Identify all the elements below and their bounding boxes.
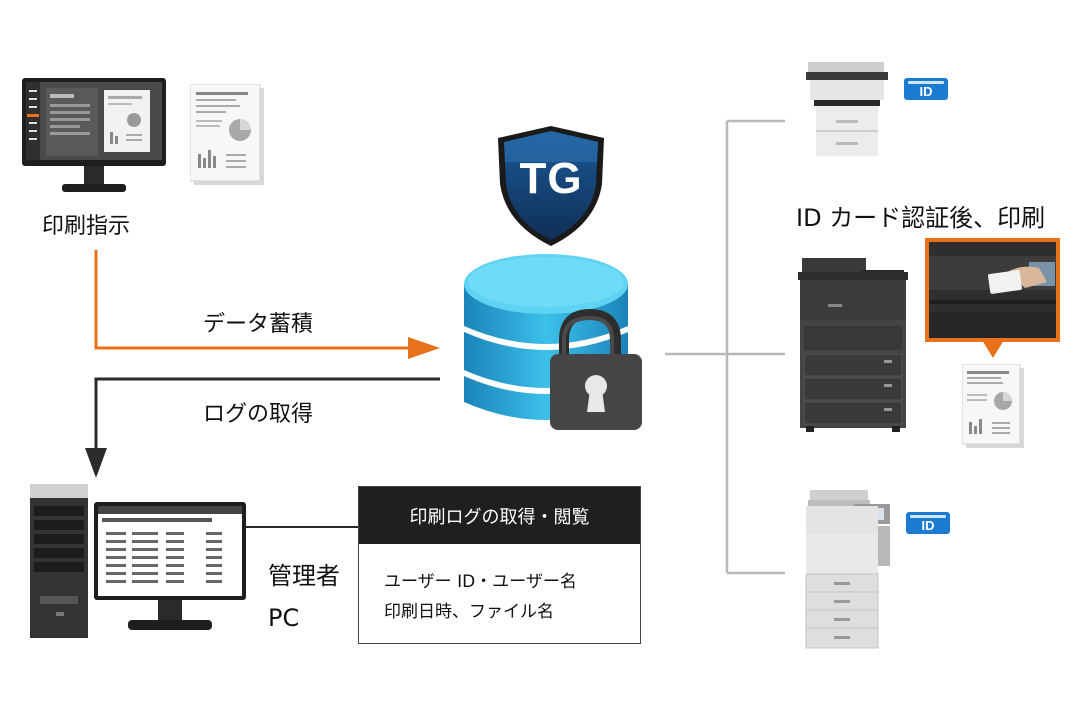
padlock-icon (550, 308, 642, 430)
log-info-box: 印刷ログの取得・閲覧 ユーザー ID・ユーザー名 印刷日時、ファイル名 (358, 486, 641, 644)
print-instruction-label: 印刷指示 (42, 214, 131, 239)
document-icon (190, 84, 264, 185)
log-info-line1: ユーザー ID・ユーザー名 (384, 572, 577, 592)
printer-icon (806, 62, 888, 156)
id-card-icon: ID (906, 512, 950, 534)
data-storage-label: データ蓄積 (203, 312, 314, 337)
log-retrieval-arrow (85, 377, 440, 478)
log-retrieval-label: ログの取得 (203, 402, 314, 427)
admin-label-line2: PC (268, 604, 300, 632)
shield-text: TG (519, 154, 583, 203)
data-storage-arrow (94, 250, 440, 359)
printer-connector (665, 119, 785, 575)
log-info-title: 印刷ログの取得・閲覧 (359, 487, 640, 544)
id-card-icon: ID (904, 78, 948, 100)
database-icon (464, 254, 642, 430)
shield-icon: TG (496, 124, 606, 248)
card-auth-photo (925, 238, 1060, 342)
admin-monitor-icon (94, 502, 246, 630)
admin-label-line1: 管理者 (268, 562, 340, 590)
down-pointer-icon (982, 340, 1004, 358)
mfp-icon (805, 490, 890, 649)
client-monitor-icon (22, 78, 166, 192)
server-tower-icon (30, 484, 88, 638)
document-icon (962, 364, 1024, 448)
mfp-icon (798, 258, 908, 432)
log-info-line2: 印刷日時、ファイル名 (384, 602, 554, 622)
id-card-print-label: ID カード認証後、印刷 (796, 204, 1046, 232)
